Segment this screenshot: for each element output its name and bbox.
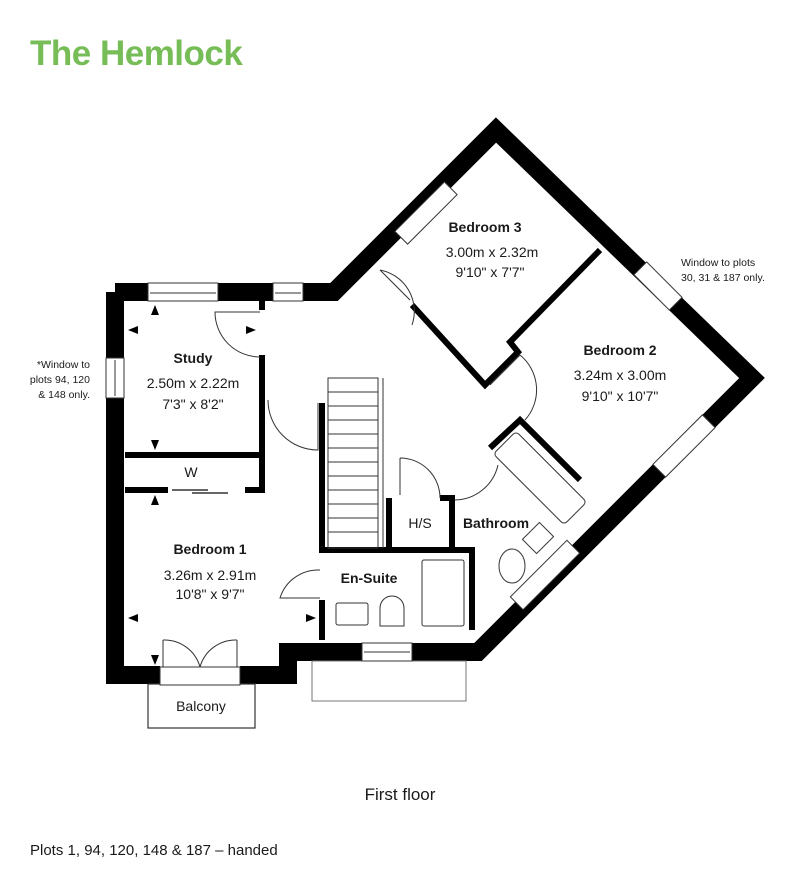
left-window-note-1: *Window to (37, 359, 90, 371)
bedroom2-name: Bedroom 2 (583, 342, 656, 358)
internal-walls (125, 247, 603, 640)
right-window-note-1: Window to plots (681, 257, 755, 269)
bedroom3-name: Bedroom 3 (448, 219, 521, 235)
bedroom2-imperial: 9'10" x 10'7" (582, 388, 659, 404)
plan-title: The Hemlock (30, 34, 243, 73)
study-imperial: 7'3" x 8'2" (162, 396, 223, 412)
sanitaryware (335, 432, 586, 627)
bedroom1-imperial: 10'8" x 9'7" (176, 586, 245, 602)
balcony-outline (147, 683, 256, 729)
left-window-note-2: plots 94, 120 (30, 374, 90, 386)
bedroom1-name: Bedroom 1 (173, 541, 246, 557)
wardrobe-label: W (184, 464, 198, 480)
wardrobe-doors (172, 489, 228, 494)
right-window-note-2: 30, 31 & 187 only. (681, 272, 765, 284)
dimension-arrows (128, 305, 316, 665)
floor-label: First floor (364, 785, 436, 804)
outer-walls (106, 117, 765, 684)
staircase (327, 377, 384, 549)
balcony-label: Balcony (176, 698, 226, 714)
hs-label: H/S (408, 515, 431, 531)
door-swings (214, 269, 538, 599)
bathroom-name: Bathroom (463, 515, 529, 531)
study-name: Study (174, 350, 213, 366)
bedroom2-metric: 3.24m x 3.00m (574, 367, 667, 383)
bedroom3-metric: 3.00m x 2.32m (446, 244, 539, 260)
bay-outline (311, 660, 467, 702)
windows (105, 181, 716, 662)
bedroom3-imperial: 9'10" x 7'7" (456, 264, 525, 280)
bedroom1-metric: 3.26m x 2.91m (164, 567, 257, 583)
left-window-note-3: & 148 only. (38, 389, 90, 401)
balcony-doors (159, 639, 241, 686)
ensuite-name: En-Suite (341, 570, 398, 586)
plots-label: Plots 1, 94, 120, 148 & 187 – handed (30, 842, 278, 859)
study-metric: 2.50m x 2.22m (147, 375, 240, 391)
